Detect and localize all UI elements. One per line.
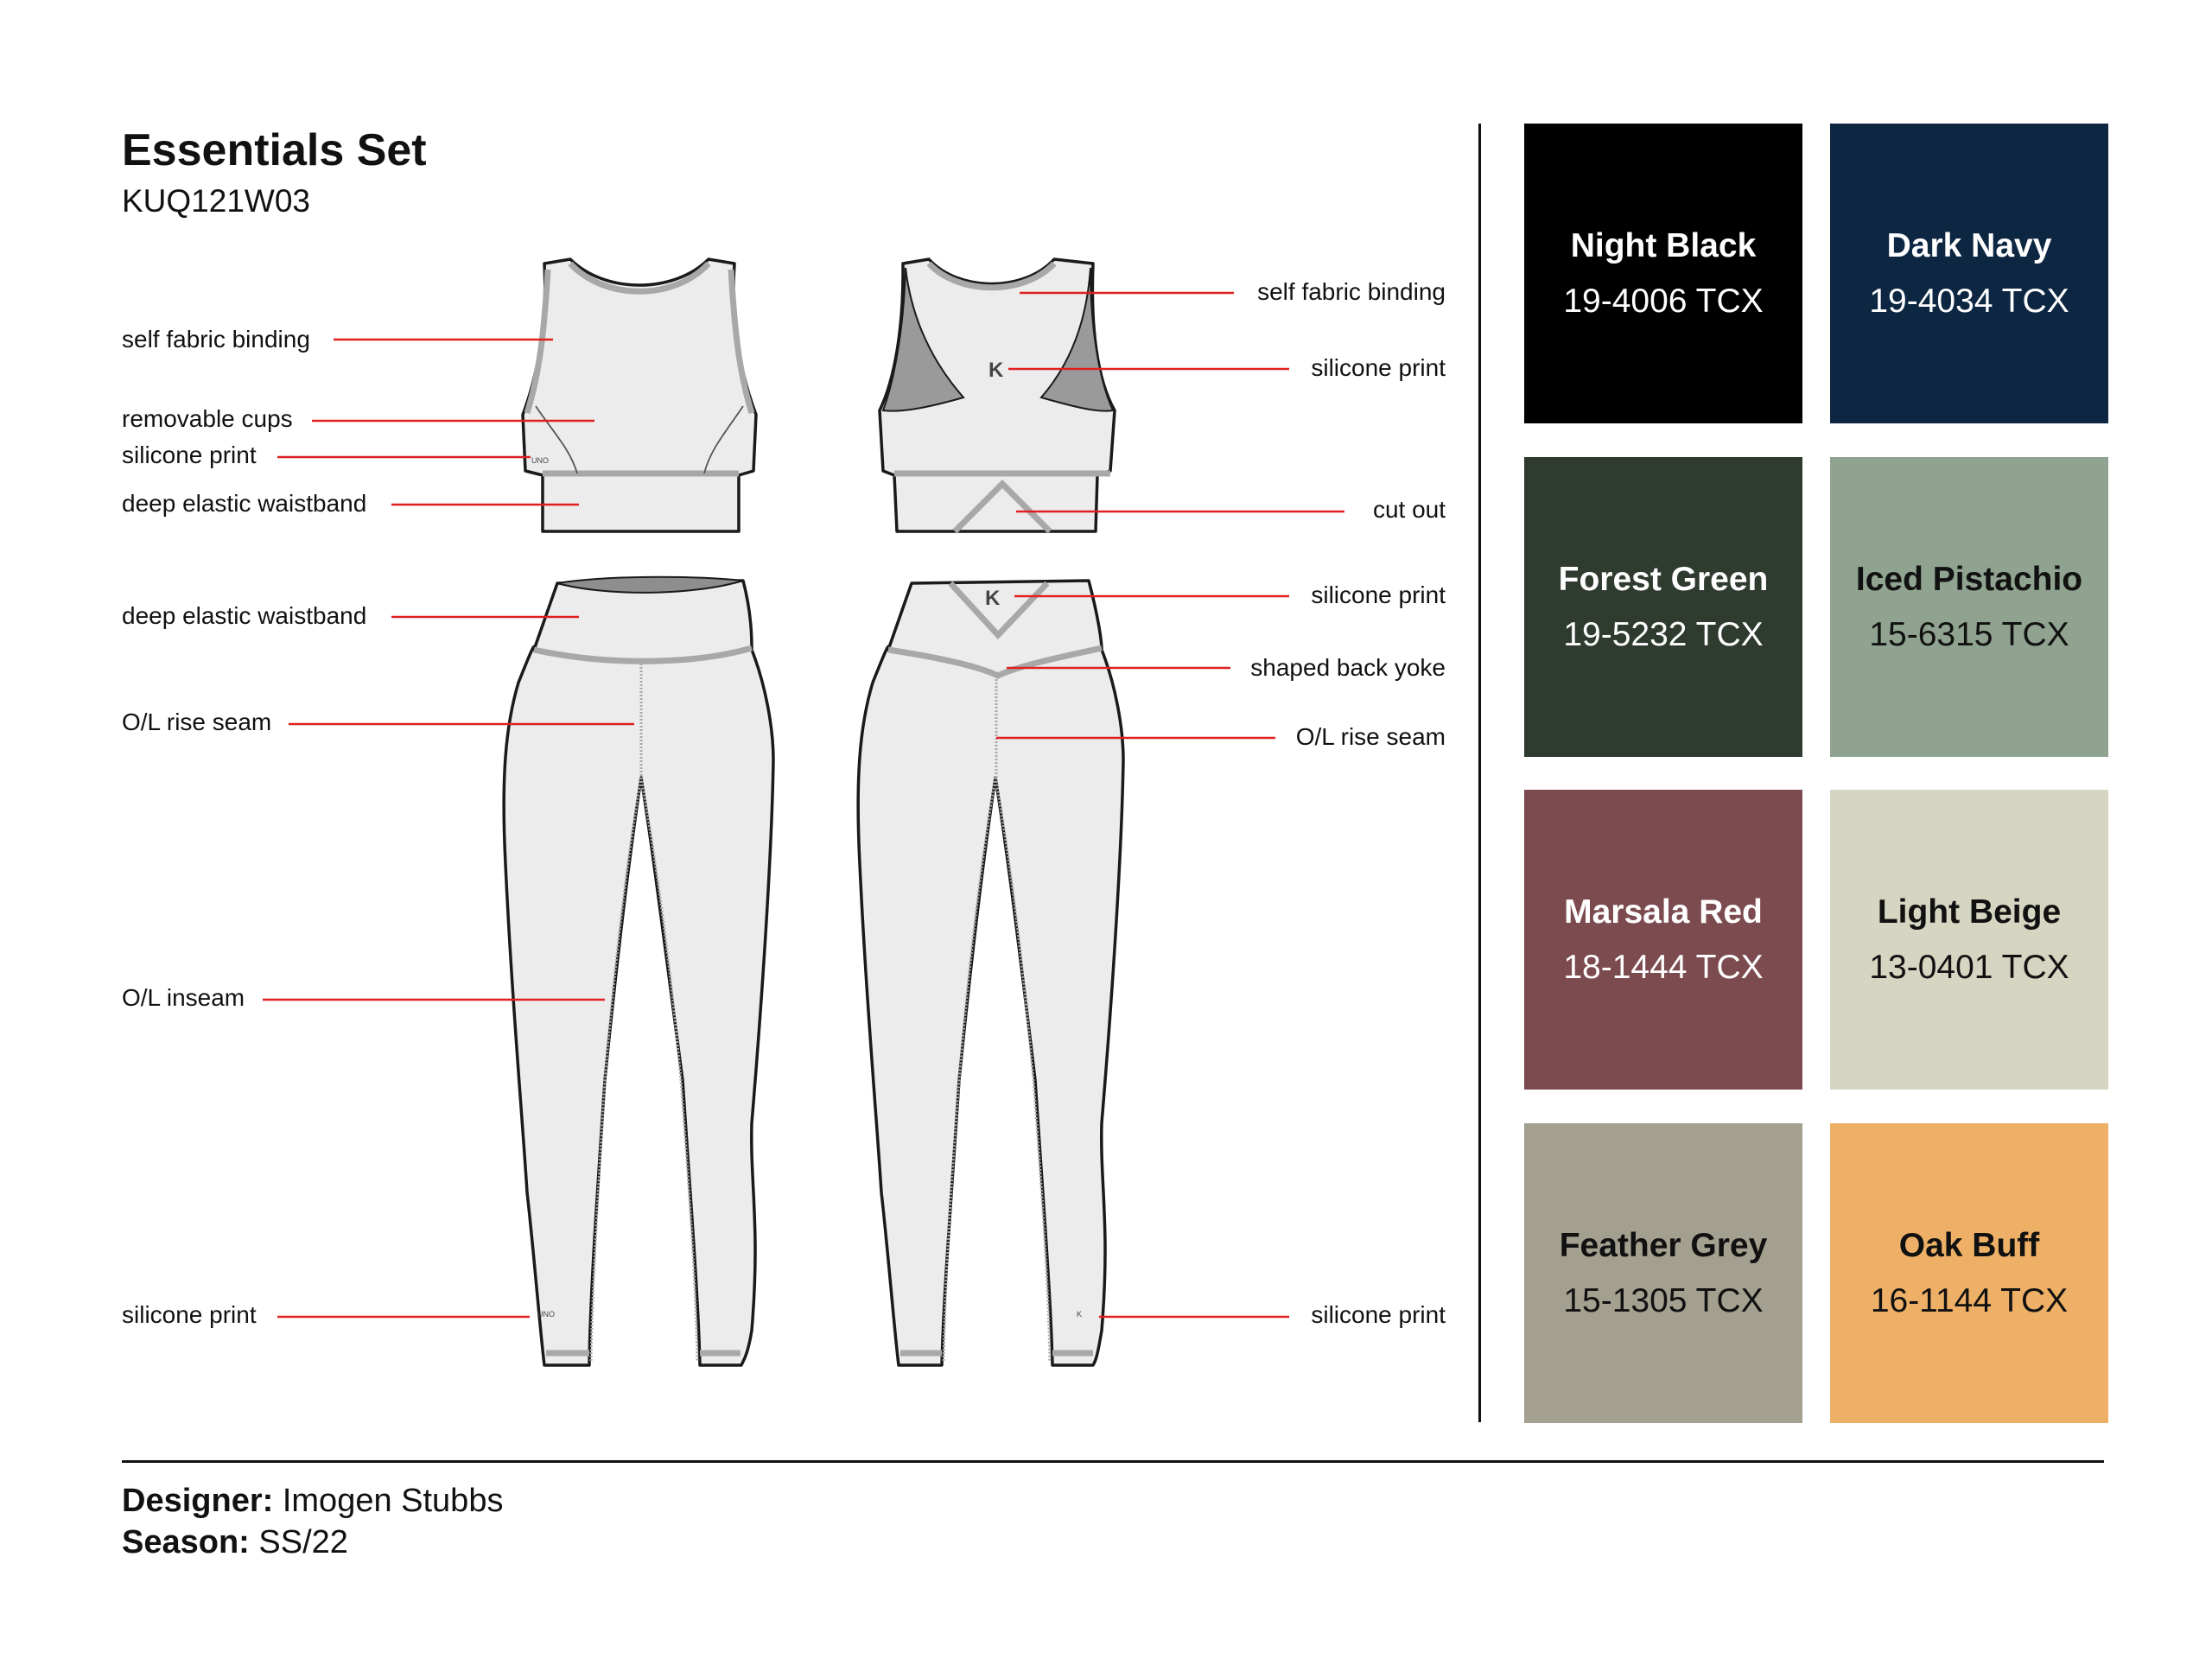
back-legging: K K: [856, 579, 1125, 1367]
designer-value: Imogen Stubbs: [282, 1483, 504, 1519]
callout-label-shaped-back-yoke: shaped back yoke: [1250, 654, 1446, 681]
swatch-code: 13-0401 TCX: [1869, 949, 2069, 986]
swatch-oak-buff: Oak Buff 16-1144 TCX: [1830, 1123, 2108, 1423]
back-bra-top: K: [878, 257, 1116, 534]
front-top-logo-mark: UNO: [531, 456, 549, 465]
callout-label-silicone-print-back-waist: silicone print: [1311, 581, 1446, 608]
page-title: Essentials Set: [122, 125, 427, 175]
callout-label-silicone-print-hem-front: silicone print: [122, 1301, 257, 1328]
callout-label-silicone-print-back-top: silicone print: [1311, 354, 1446, 381]
swatch-name: Oak Buff: [1898, 1227, 2040, 1264]
callout-lines-right: [996, 291, 1344, 1319]
swatch-name: Dark Navy: [1886, 227, 2052, 264]
back-hem-logo-mark: K: [1077, 1310, 1082, 1319]
swatch-code: 15-1305 TCX: [1563, 1282, 1764, 1319]
swatch-code: 19-4006 TCX: [1563, 283, 1764, 320]
callout-label-cut-out: cut out: [1372, 496, 1446, 523]
callout-lines-left: [263, 338, 634, 1319]
season-line: Season: SS/22: [122, 1526, 348, 1559]
callout-label-silicone-print-hem-back: silicone print: [1311, 1301, 1446, 1328]
swatch-name: Marsala Red: [1564, 893, 1763, 931]
vertical-divider: [1478, 124, 1481, 1422]
swatch-name: Light Beige: [1877, 893, 2062, 931]
swatch-name: Feather Grey: [1559, 1227, 1768, 1264]
callout-label-removable-cups: removable cups: [122, 405, 293, 432]
front-hem-logo-mark: UNO: [537, 1310, 555, 1319]
callout-label-ol-rise-seam-back: O/L rise seam: [1295, 723, 1446, 750]
footer-divider: [122, 1460, 2104, 1463]
callout-label-deep-elastic-waistband-top: deep elastic waistband: [122, 490, 367, 517]
swatch-feather-grey: Feather Grey 15-1305 TCX: [1524, 1123, 1802, 1423]
season-value: SS/22: [258, 1524, 348, 1560]
swatch-code: 19-5232 TCX: [1563, 616, 1764, 653]
swatch-marsala-red: Marsala Red 18-1444 TCX: [1524, 790, 1802, 1090]
callout-label-ol-inseam: O/L inseam: [122, 984, 245, 1011]
season-label: Season:: [122, 1524, 250, 1560]
style-code: KUQ121W03: [122, 183, 310, 219]
swatch-code: 19-4034 TCX: [1869, 283, 2069, 320]
designer-label: Designer:: [122, 1483, 274, 1519]
designer-line: Designer: Imogen Stubbs: [122, 1484, 503, 1517]
back-top-logo-mark: K: [988, 359, 1004, 382]
swatch-light-beige: Light Beige 13-0401 TCX: [1830, 790, 2108, 1090]
swatch-forest-green: Forest Green 19-5232 TCX: [1524, 457, 1802, 757]
swatch-name: Forest Green: [1558, 561, 1769, 598]
callout-label-self-fabric-binding: self fabric binding: [122, 326, 310, 353]
swatch-iced-pistachio: Iced Pistachio 15-6315 TCX: [1830, 457, 2108, 757]
front-legging: UNO: [502, 575, 775, 1367]
swatch-code: 15-6315 TCX: [1869, 616, 2069, 653]
swatch-night-black: Night Black 19-4006 TCX: [1524, 124, 1802, 423]
callout-label-silicone-print-top: silicone print: [122, 442, 257, 468]
swatch-name: Iced Pistachio: [1855, 561, 2083, 598]
front-bra-top: UNO: [521, 257, 758, 533]
back-waist-logo-mark: K: [985, 587, 1001, 610]
callout-label-deep-elastic-waistband-legging: deep elastic waistband: [122, 602, 367, 629]
swatch-dark-navy: Dark Navy 19-4034 TCX: [1830, 124, 2108, 423]
swatch-name: Night Black: [1570, 227, 1757, 264]
swatch-code: 18-1444 TCX: [1563, 949, 1764, 986]
callout-label-self-fabric-binding-back: self fabric binding: [1257, 278, 1446, 305]
swatch-code: 16-1144 TCX: [1870, 1282, 2069, 1319]
callout-label-ol-rise-seam-front: O/L rise seam: [122, 709, 272, 735]
